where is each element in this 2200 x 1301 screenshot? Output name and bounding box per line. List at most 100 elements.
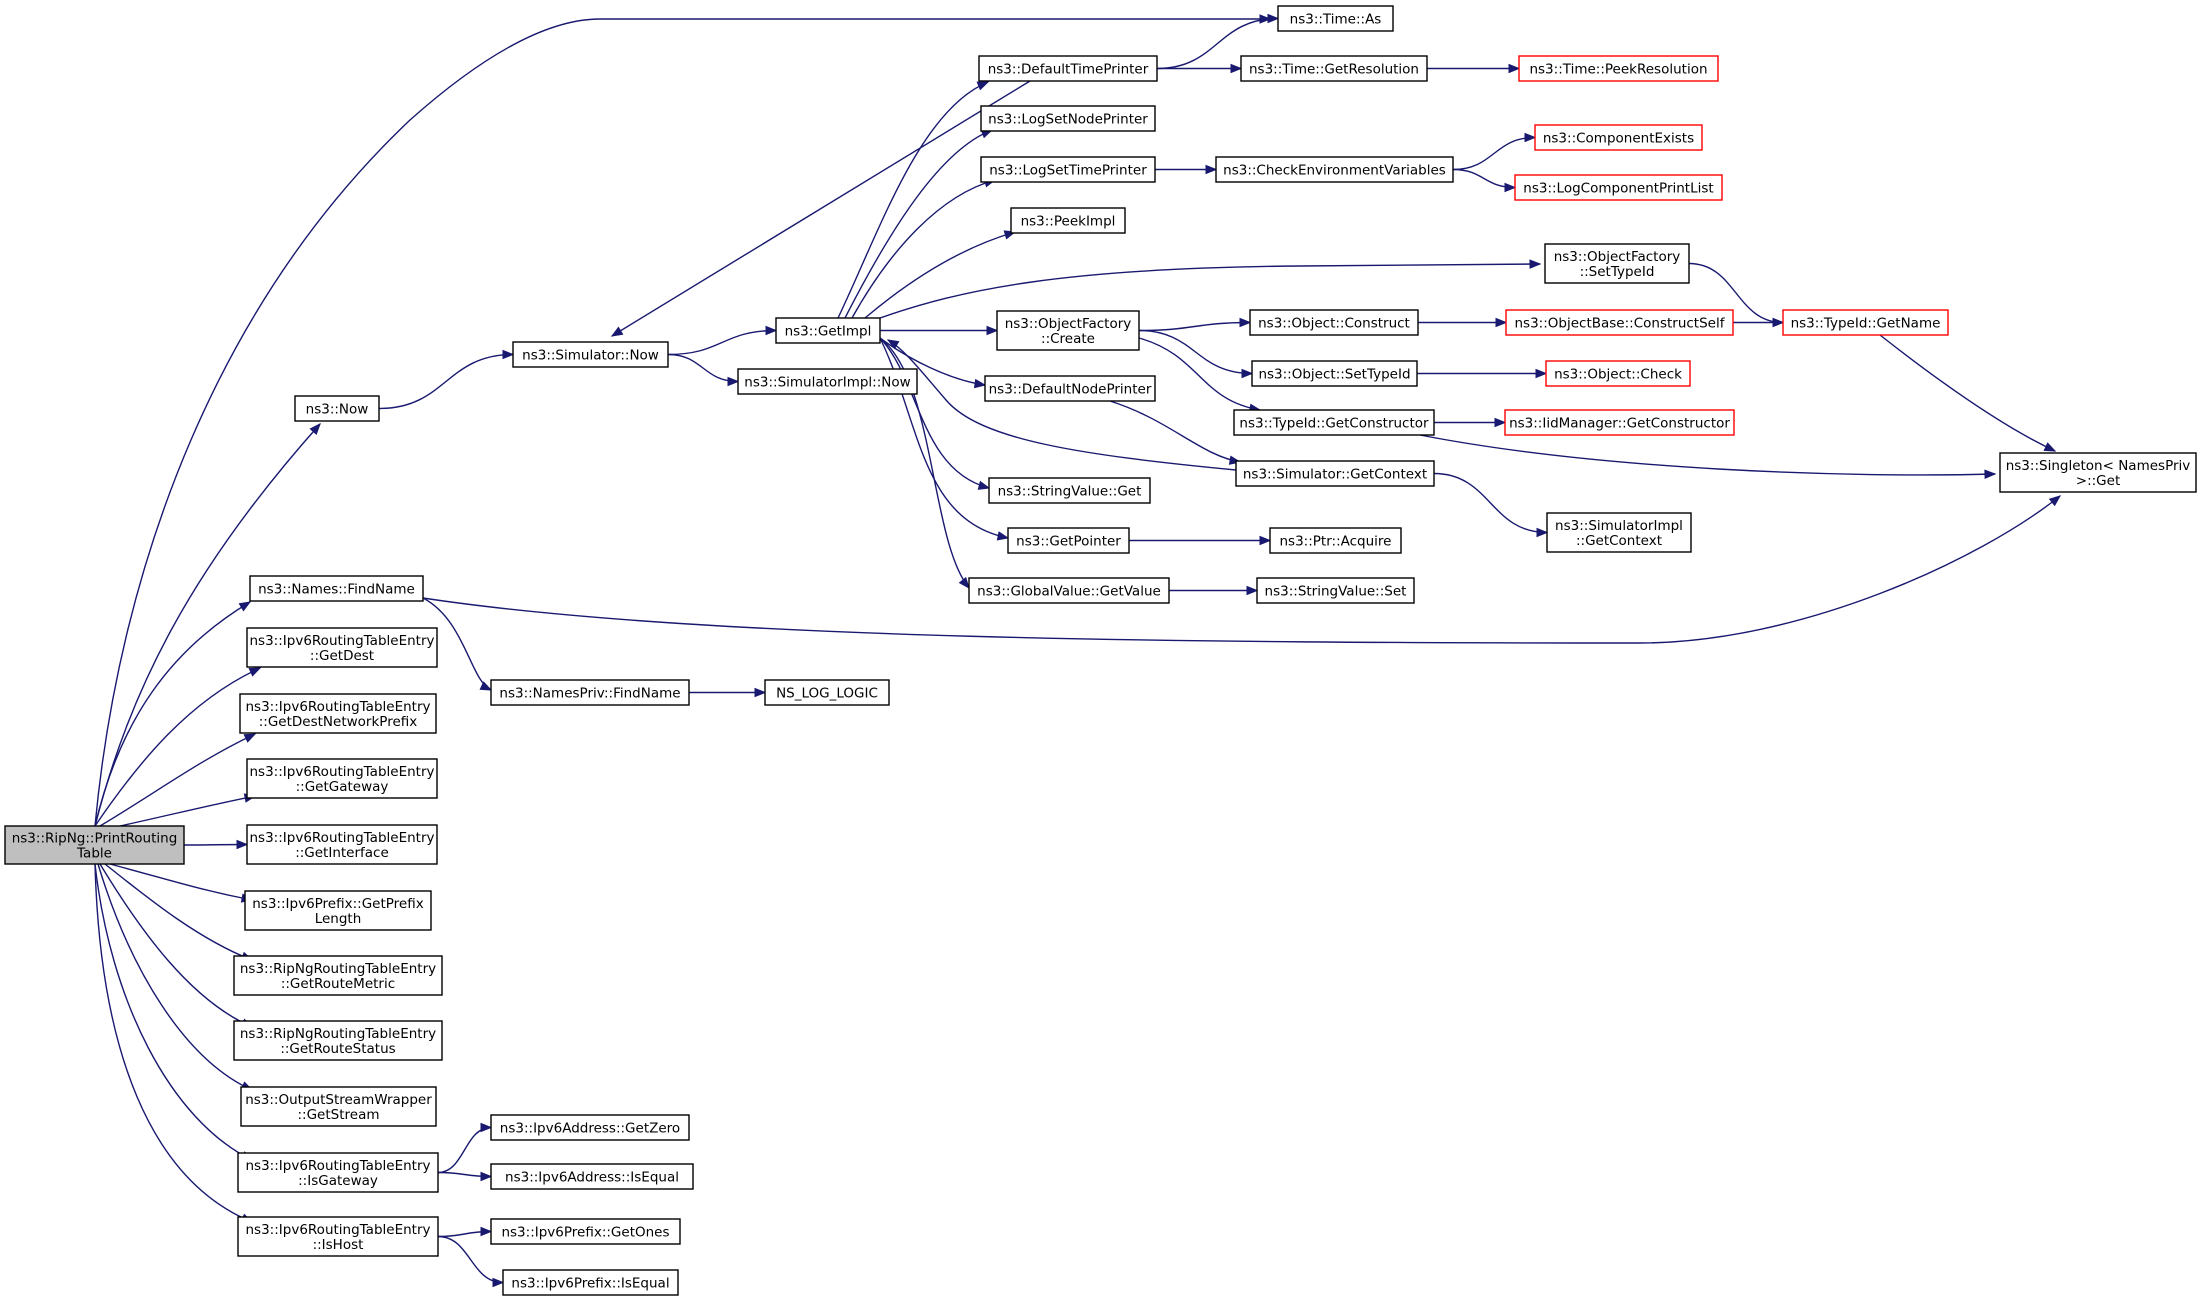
edge-arrowhead	[502, 349, 515, 360]
node-global-value-get-value[interactable]: ns3::GlobalValue::GetValue	[968, 577, 1170, 604]
node-time-peek-resolution[interactable]: ns3::Time::PeekResolution	[1518, 55, 1719, 82]
node-ptr-acquire[interactable]: ns3::Ptr::Acquire	[1269, 527, 1402, 554]
node-box	[984, 375, 1156, 402]
node-box	[1999, 452, 2197, 493]
node-object-construct[interactable]: ns3::Object::Construct	[1249, 309, 1419, 336]
node-singleton-get[interactable]: ns3::Singleton< NamesPriv >::Get	[1999, 452, 2197, 493]
node-string-value-set[interactable]: ns3::StringValue::Set	[1256, 577, 1415, 604]
node-get-impl[interactable]: ns3::GetImpl	[775, 317, 881, 344]
node-box	[490, 679, 690, 706]
node-is-host[interactable]: ns3::Ipv6RoutingTableEntry::IsHost	[237, 1216, 439, 1257]
node-object-factory-set-type-id[interactable]: ns3::ObjectFactory::SetTypeId	[1544, 243, 1690, 284]
edge-line	[844, 129, 993, 319]
node-label: ::IsHost	[313, 1237, 364, 1253]
edge-arrowhead	[1205, 164, 1218, 175]
node-simulator-get-context[interactable]: ns3::Simulator::GetContext	[1235, 460, 1435, 487]
node-ns-log-logic[interactable]: NS_LOG_LOGIC	[764, 679, 890, 706]
edge-now-to-simulator-now	[378, 349, 515, 410]
node-box	[1545, 360, 1691, 387]
node-check-env-vars[interactable]: ns3::CheckEnvironmentVariables	[1215, 156, 1454, 183]
edge-line	[879, 337, 970, 589]
edge-arrowhead	[243, 733, 257, 743]
node-object-check[interactable]: ns3::Object::Check	[1545, 360, 1691, 387]
edge-arrowhead	[1259, 535, 1272, 546]
edge-line	[97, 863, 253, 1091]
node-label: ns3::Ipv6RoutingTableEntry	[246, 1158, 431, 1174]
node-get-dest[interactable]: ns3::Ipv6RoutingTableEntry::GetDest	[246, 627, 438, 668]
node-ipv6-prefix-get-ones[interactable]: ns3::Ipv6Prefix::GetOnes	[490, 1218, 681, 1245]
edge-line	[667, 329, 777, 356]
edge-object-construct-to-object-base-construct-self	[1418, 317, 1508, 328]
node-get-route-status[interactable]: ns3::RipNgRoutingTableEntry::GetRouteSta…	[233, 1020, 443, 1061]
node-now[interactable]: ns3::Now	[294, 395, 380, 422]
node-label: ns3::LogSetNodePrinter	[988, 112, 1148, 128]
node-names-priv-find-name[interactable]: ns3::NamesPriv::FindName	[490, 679, 690, 706]
edge-line	[99, 863, 253, 1028]
edge-arrowhead	[1772, 317, 1785, 328]
edge-arrowhead	[248, 667, 262, 677]
edge-arrowhead	[1495, 317, 1508, 328]
node-object-set-type-id[interactable]: ns3::Object::SetTypeId	[1251, 360, 1418, 387]
node-string-value-get[interactable]: ns3::StringValue::Get	[988, 477, 1151, 504]
edge-line	[94, 863, 253, 1161]
node-type-id-get-constructor[interactable]: ns3::TypeId::GetConstructor	[1233, 409, 1435, 436]
node-box	[246, 824, 438, 865]
node-time-get-resolution[interactable]: ns3::Time::GetResolution	[1240, 55, 1428, 82]
node-get-stream[interactable]: ns3::OutputStreamWrapper::GetStream	[240, 1086, 437, 1127]
node-log-set-node-printer[interactable]: ns3::LogSetNodePrinter	[980, 105, 1156, 132]
node-label: ns3::DefaultTimePrinter	[988, 62, 1149, 78]
node-label: ns3::Ipv6Address::GetZero	[500, 1121, 680, 1137]
node-box	[239, 693, 437, 734]
node-get-route-metric[interactable]: ns3::RipNgRoutingTableEntry::GetRouteMet…	[233, 955, 443, 996]
edge-arrowhead	[1267, 13, 1280, 24]
node-box	[980, 105, 1156, 132]
node-ipv6-address-is-equal[interactable]: ns3::Ipv6Address::IsEqual	[490, 1163, 694, 1190]
node-component-exists[interactable]: ns3::ComponentExists	[1534, 124, 1703, 151]
node-ipv6-prefix-is-equal[interactable]: ns3::Ipv6Prefix::IsEqual	[502, 1269, 679, 1296]
node-log-component-print-list[interactable]: ns3::LogComponentPrintList	[1514, 174, 1723, 201]
node-get-pointer[interactable]: ns3::GetPointer	[1007, 527, 1130, 554]
node-type-id-get-name[interactable]: ns3::TypeId::GetName	[1782, 309, 1949, 336]
node-peek-impl[interactable]: ns3::PeekImpl	[1010, 207, 1126, 234]
node-simulator-impl-now[interactable]: ns3::SimulatorImpl::Now	[737, 368, 918, 395]
node-label: ns3::SimulatorImpl::Now	[744, 375, 910, 391]
node-ipv6-address-get-zero[interactable]: ns3::Ipv6Address::GetZero	[490, 1114, 690, 1141]
node-is-gateway[interactable]: ns3::Ipv6RoutingTableEntry::IsGateway	[237, 1152, 439, 1193]
node-label: ns3::Ipv6RoutingTableEntry	[246, 1222, 431, 1238]
node-label: ::GetGateway	[296, 779, 389, 795]
node-box	[1782, 309, 1949, 336]
edge-arrowhead	[1494, 417, 1507, 428]
edge-is-host-to-ipv6-prefix-is-equal	[437, 1235, 505, 1288]
node-iid-manager-get-constructor[interactable]: ns3::IidManager::GetConstructor	[1504, 409, 1735, 436]
node-label: ns3::Now	[306, 402, 369, 418]
edge-object-set-type-id-to-object-check	[1416, 368, 1548, 379]
node-label: ns3::OutputStreamWrapper	[245, 1092, 432, 1108]
node-simulator-now[interactable]: ns3::Simulator::Now	[512, 341, 669, 368]
node-get-dest-network-prefix[interactable]: ns3::Ipv6RoutingTableEntry::GetDestNetwo…	[239, 693, 437, 734]
edge-arrowhead	[238, 601, 252, 612]
edge-get-impl-to-default-node-printer	[879, 337, 987, 389]
node-label: ns3::Ptr::Acquire	[1280, 534, 1392, 550]
node-label: ns3::RipNgRoutingTableEntry	[240, 1026, 436, 1042]
node-label: ns3::Ipv6RoutingTableEntry	[250, 633, 435, 649]
edge-line	[104, 863, 253, 961]
edge-line	[611, 80, 1031, 337]
edge-line	[851, 179, 996, 319]
edge-simulator-get-context-to-get-impl	[886, 339, 1237, 471]
node-simulator-impl-get-context[interactable]: ns3::SimulatorImpl::GetContext	[1546, 512, 1692, 553]
node-get-interface[interactable]: ns3::Ipv6RoutingTableEntry::GetInterface	[246, 824, 438, 865]
node-object-base-construct-self[interactable]: ns3::ObjectBase::ConstructSelf	[1505, 309, 1734, 336]
edge-get-impl-to-log-set-time-printer	[851, 178, 997, 319]
node-default-time-printer[interactable]: ns3::DefaultTimePrinter	[978, 55, 1158, 82]
node-time-as[interactable]: ns3::Time::As	[1277, 5, 1394, 32]
node-names-find-name[interactable]: ns3::Names::FindName	[249, 575, 424, 602]
node-get-gateway[interactable]: ns3::Ipv6RoutingTableEntry::GetGateway	[246, 758, 438, 799]
node-label: ::GetStream	[297, 1107, 379, 1123]
node-log-set-time-printer[interactable]: ns3::LogSetTimePrinter	[980, 156, 1156, 183]
node-object-factory-create[interactable]: ns3::ObjectFactory::Create	[996, 310, 1140, 351]
node-default-node-printer[interactable]: ns3::DefaultNodePrinter	[984, 375, 1156, 402]
edge-is-host-to-ipv6-prefix-get-ones	[437, 1226, 493, 1238]
